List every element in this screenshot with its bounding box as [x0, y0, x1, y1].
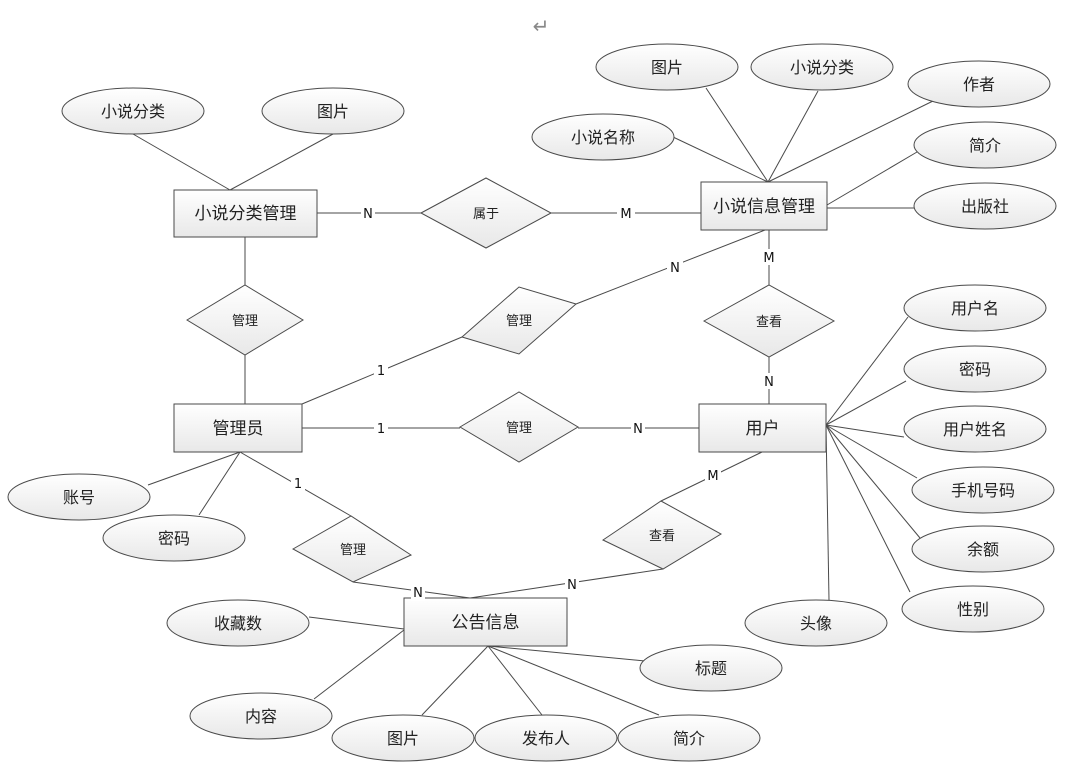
- attribute-label: 小说分类: [101, 102, 165, 121]
- attribute-category-image: 图片: [261, 87, 405, 135]
- attribute-label: 密码: [158, 529, 190, 548]
- attribute-admin-account: 账号: [7, 473, 151, 521]
- entity-label: 管理员: [213, 419, 264, 439]
- attribute-label: 用户名: [951, 299, 999, 318]
- attribute-label: 简介: [969, 136, 1001, 155]
- attribute-notice-image: 图片: [331, 714, 475, 762]
- attribute-notice-favorites: 收藏数: [166, 599, 310, 647]
- attribute-notice-intro: 简介: [617, 714, 761, 762]
- cardinality-label: M: [620, 207, 631, 222]
- entity-label: 小说分类管理: [195, 204, 297, 224]
- relationship-manage-novel: 管理: [460, 286, 578, 355]
- relationship-label: 管理: [232, 314, 258, 329]
- cardinality-label: M: [707, 469, 718, 484]
- attribute-label: 图片: [387, 729, 419, 748]
- entity-label: 用户: [746, 419, 780, 439]
- cardinality-label: N: [363, 207, 373, 222]
- cardinality-label: N: [567, 578, 577, 593]
- return-mark: ↵: [533, 14, 550, 38]
- cardinality-label: 1: [377, 364, 385, 379]
- relationship-view-notice: 查看: [601, 500, 723, 570]
- attribute-label: 收藏数: [214, 614, 262, 633]
- entity-user: 用户: [698, 403, 827, 453]
- cardinality-labels: N M 1 N M N 1 N 1 N M N: [291, 205, 777, 601]
- attribute-novel-intro: 简介: [913, 121, 1057, 169]
- entity-notice-info: 公告信息: [403, 597, 568, 647]
- attribute-category-type: 小说分类: [61, 87, 205, 135]
- entity-novel-info-mgmt: 小说信息管理: [700, 181, 828, 231]
- attribute-label: 出版社: [961, 197, 1009, 216]
- attribute-label: 密码: [959, 360, 991, 379]
- cardinality-label: 1: [377, 422, 385, 437]
- cardinality-label: N: [764, 375, 774, 390]
- attribute-label: 内容: [245, 707, 277, 726]
- attribute-user-phone: 手机号码: [911, 466, 1055, 514]
- relationship-manage-notice: 管理: [291, 515, 413, 583]
- attribute-notice-title: 标题: [639, 644, 783, 692]
- attribute-admin-password: 密码: [102, 514, 246, 562]
- attribute-user-balance: 余额: [911, 525, 1055, 573]
- relationship-label: 查看: [756, 314, 782, 330]
- cardinality-label: M: [763, 251, 774, 266]
- attribute-label: 标题: [695, 659, 727, 678]
- attribute-novel-name: 小说名称: [531, 113, 675, 161]
- relationship-label: 查看: [649, 528, 675, 544]
- attribute-novel-publisher: 出版社: [913, 182, 1057, 230]
- attribute-user-username: 用户名: [903, 284, 1047, 332]
- attribute-label: 手机号码: [951, 481, 1015, 500]
- cardinality-label: 1: [294, 477, 302, 492]
- relationship-belongs: 属于: [419, 177, 553, 249]
- cardinality-label: N: [670, 261, 680, 276]
- attribute-label: 作者: [963, 75, 995, 94]
- attribute-label: 性别: [957, 600, 989, 619]
- attribute-label: 发布人: [522, 729, 570, 748]
- relationship-view-novel: 查看: [702, 284, 836, 358]
- relationship-label: 管理: [340, 543, 366, 558]
- attribute-notice-publisher: 发布人: [474, 714, 618, 762]
- attribute-label: 小说名称: [571, 128, 635, 147]
- attribute-notice-content: 内容: [189, 692, 333, 740]
- attribute-novel-author: 作者: [907, 60, 1051, 108]
- attribute-label: 小说分类: [790, 58, 854, 77]
- attribute-label: 余额: [967, 540, 999, 559]
- cardinality-label: N: [413, 586, 423, 601]
- attribute-user-realname: 用户姓名: [903, 405, 1047, 453]
- attribute-label: 图片: [317, 102, 349, 121]
- entity-admin: 管理员: [173, 403, 303, 453]
- attribute-label: 头像: [800, 614, 832, 633]
- attribute-label: 图片: [651, 58, 683, 77]
- relationship-label: 管理: [506, 314, 532, 329]
- entity-label: 公告信息: [452, 613, 520, 633]
- attribute-novel-image: 图片: [595, 43, 739, 91]
- relationship-manage-user: 管理: [459, 391, 579, 463]
- relationship-label: 属于: [473, 207, 499, 222]
- attribute-user-gender: 性别: [901, 585, 1045, 633]
- entity-novel-category-mgmt: 小说分类管理: [173, 189, 318, 238]
- entity-label: 小说信息管理: [713, 197, 815, 217]
- relationship-label: 管理: [506, 421, 532, 436]
- attribute-user-password: 密码: [903, 345, 1047, 393]
- cardinality-label: N: [633, 422, 643, 437]
- attribute-user-avatar: 头像: [744, 599, 888, 647]
- attribute-novel-category: 小说分类: [750, 43, 894, 91]
- relationship-manage-category: 管理: [186, 284, 304, 356]
- attribute-label: 账号: [63, 488, 95, 507]
- attribute-label: 用户姓名: [943, 420, 1007, 439]
- attribute-label: 简介: [673, 729, 705, 748]
